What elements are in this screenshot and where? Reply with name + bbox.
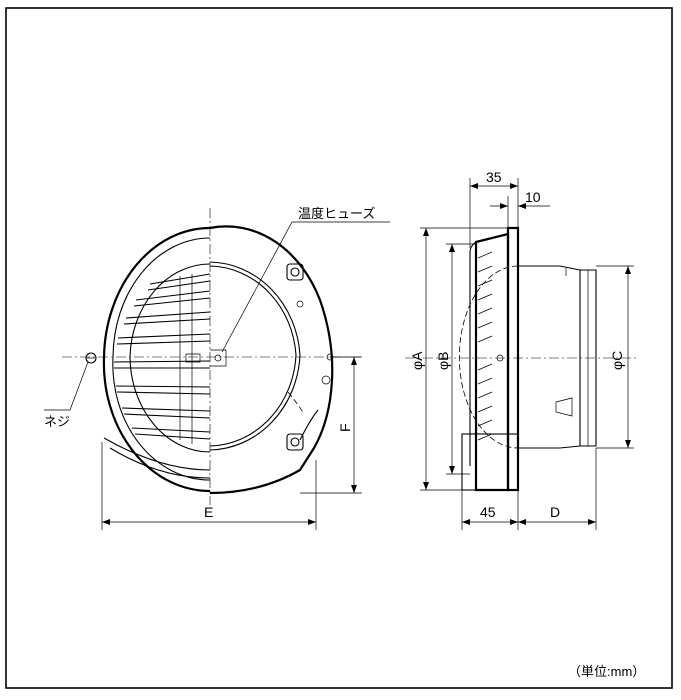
dim-10-label: 10 xyxy=(525,189,541,205)
temperature-fuse-label: 温度ヒューズ xyxy=(298,206,375,221)
flange-right-half xyxy=(185,225,334,495)
unit-note: （単位:mm） xyxy=(568,664,645,679)
dim-e-label: E xyxy=(204,504,213,520)
hood-left-half xyxy=(85,226,211,493)
dim-phi-a-label: φA xyxy=(409,351,425,370)
dim-d-label: D xyxy=(550,504,560,520)
front-view: 温度ヒューズ ネジ E F xyxy=(44,206,390,530)
dim-phi-b-label: φB xyxy=(435,352,451,370)
dim-35-label: 35 xyxy=(486,169,502,185)
side-view: 35 10 φA φB φC 45 xyxy=(405,169,638,530)
dim-f-label: F xyxy=(337,423,353,432)
drawing-frame xyxy=(5,7,673,689)
dim-phi-c-label: φC xyxy=(609,351,625,370)
dim-45-label: 45 xyxy=(480,504,496,520)
screw-label: ネジ xyxy=(44,414,70,429)
